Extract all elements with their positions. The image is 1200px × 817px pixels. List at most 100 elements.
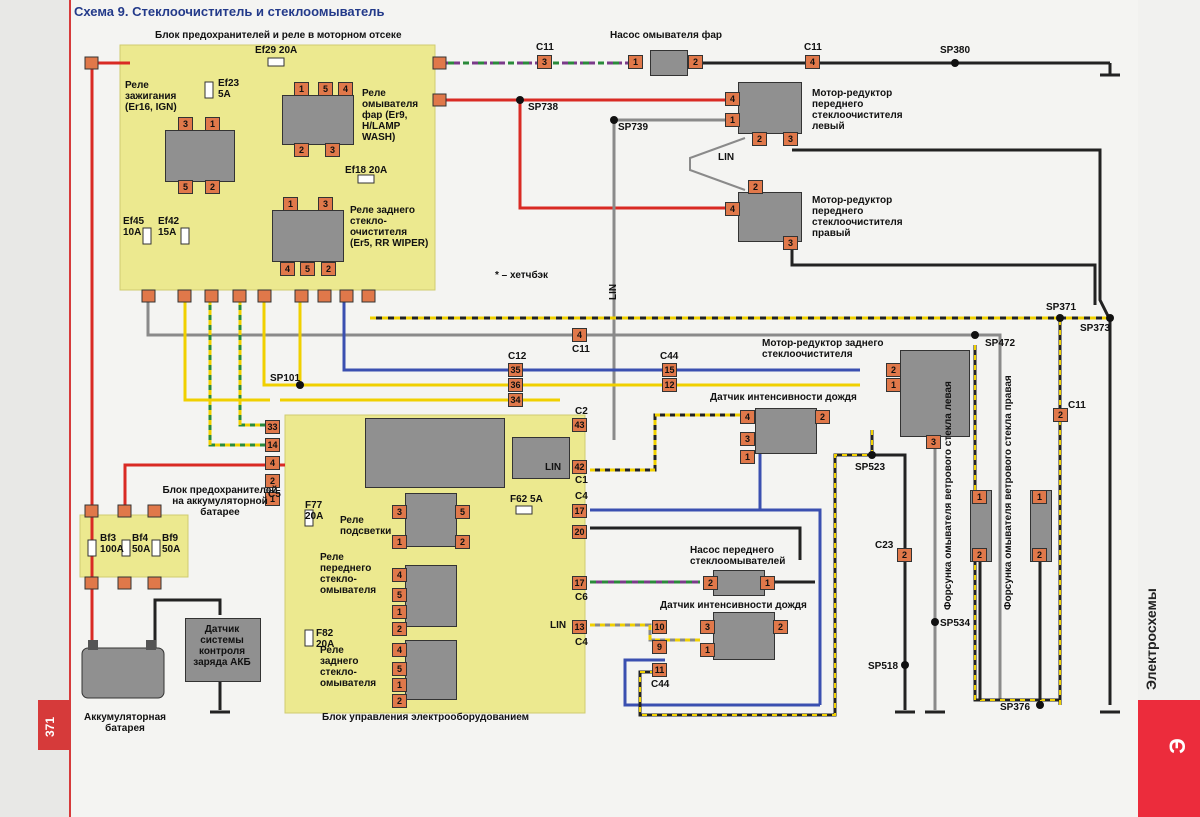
fuse-ef18-label: Ef18 20A — [345, 165, 388, 176]
pin: 5 — [178, 180, 193, 194]
splice-sp373: SP373 — [1080, 323, 1111, 334]
splice-sp739: SP739 — [618, 122, 649, 133]
wiper-motor-left-label: Мотор-редуктор переднего стеклоочистител… — [812, 88, 903, 132]
battery-sensor-box — [185, 618, 261, 682]
pin: 1 — [392, 605, 407, 619]
pin: 13 — [572, 620, 587, 634]
battery-fuse-block-bg — [79, 514, 189, 578]
pin: 34 — [508, 393, 523, 407]
fuse-bf4-label: Bf4 50A — [132, 533, 151, 555]
pin: 9 — [652, 640, 667, 654]
page-number-tab — [38, 700, 70, 750]
pin: 3 — [318, 197, 333, 211]
splice-sp523: SP523 — [855, 462, 886, 473]
connector-c44: C44 — [660, 351, 679, 362]
pin: 36 — [508, 378, 523, 392]
pin: 2 — [972, 548, 987, 562]
section-tab-letter: Э — [1164, 738, 1190, 754]
backlight-relay-label: Реле подсветки — [340, 515, 392, 537]
connector-c44-low: C44 — [651, 679, 670, 690]
headlamp-pump-box — [650, 50, 688, 76]
lin-vertical-label: LIN — [608, 283, 619, 300]
pin: 3 — [537, 55, 552, 69]
ignition-relay — [165, 130, 235, 182]
pin: 1 — [972, 490, 987, 504]
pin: 35 — [508, 363, 523, 377]
fuse-ef29-label: Ef29 20A — [255, 45, 298, 56]
pin: 2 — [752, 132, 767, 146]
fuse-f62 — [515, 505, 533, 515]
pin: 2 — [748, 180, 763, 194]
connector-lin-cu: LIN — [545, 462, 562, 473]
battery-label: Аккумуляторная батарея — [84, 712, 166, 734]
pin: 3 — [740, 432, 755, 446]
pin: 4 — [280, 262, 295, 276]
pin: 1 — [740, 450, 755, 464]
splice-sp472: SP472 — [985, 338, 1016, 349]
pin: 20 — [572, 525, 587, 539]
pin: 15 — [662, 363, 677, 377]
fuse-bf4 — [121, 539, 131, 557]
rain-sensor-2-box — [713, 612, 775, 660]
splice-sp518: SP518 — [868, 661, 899, 672]
fuse-ef23 — [204, 81, 214, 99]
front-washer-relay-box — [405, 565, 457, 627]
pin: 2 — [265, 474, 280, 488]
pin: 1 — [265, 492, 280, 506]
pin: 17 — [572, 576, 587, 590]
pin: 5 — [392, 588, 407, 602]
headlamp-washer-relay — [282, 95, 354, 145]
fuse-f82-label: F82 20A — [316, 628, 335, 650]
page-number: 371 — [43, 716, 57, 737]
pin: 4 — [392, 568, 407, 582]
fuse-ef45 — [142, 227, 152, 245]
splice-sp380: SP380 — [940, 45, 971, 56]
fuse-ef23-label: Ef23 5A — [218, 78, 240, 100]
fuse-f77-label: F77 20A — [305, 500, 324, 522]
pin: 1 — [700, 643, 715, 657]
backlight-relay-box — [405, 493, 457, 547]
rear-wiper-relay — [272, 210, 344, 262]
rain-sensor-2-label: Датчик интенсивности дождя — [660, 600, 807, 611]
pin: 4 — [740, 410, 755, 424]
rain-sensor-1-box — [755, 408, 817, 454]
control-unit-processor — [365, 418, 505, 488]
pin: 1 — [392, 535, 407, 549]
pin: 33 — [265, 420, 280, 434]
wiper-motor-right-box — [738, 192, 802, 242]
pin: 4 — [725, 92, 740, 106]
connector-c11-right: C11 — [1068, 400, 1086, 411]
connector-c11-mid: C11 — [572, 344, 590, 355]
pin: 3 — [178, 117, 193, 131]
pin: 1 — [725, 113, 740, 127]
splice-sp534: SP534 — [940, 618, 971, 629]
pin: 2 — [392, 622, 407, 636]
connector-c2: C2 — [575, 406, 588, 417]
fuse-bf9-label: Bf9 50A — [162, 533, 181, 555]
nozzle-right-label: Форсунка омывателя ветрового стекла прав… — [1003, 375, 1014, 610]
pin: 3 — [783, 132, 798, 146]
splice-sp738: SP738 — [528, 102, 559, 113]
fuse-bf9 — [151, 539, 161, 557]
fuse-bf3-label: Bf3 100A — [100, 533, 124, 555]
section-tab — [1138, 700, 1200, 817]
front-washer-pump-box — [713, 570, 765, 596]
connector-c4-top: C4 — [575, 491, 588, 502]
engine-fuse-block-label: Блок предохранителей и реле в моторном о… — [155, 30, 402, 41]
pin: 2 — [1032, 548, 1047, 562]
pin: 5 — [455, 505, 470, 519]
connector-lin-low: LIN — [550, 620, 567, 631]
connector-c23: C23 — [875, 540, 894, 551]
rear-wiper-motor-label: Мотор-редуктор заднего стеклоочистителя — [762, 338, 884, 360]
pin: 2 — [294, 143, 309, 157]
pin: 3 — [700, 620, 715, 634]
pin: 1 — [283, 197, 298, 211]
splice-sp101: SP101 — [270, 373, 301, 384]
ignition-relay-label: Реле зажигания (Er16, IGN) — [125, 80, 177, 113]
wiper-motor-right-label: Мотор-редуктор переднего стеклоочистител… — [812, 195, 903, 239]
connector-c6: C6 — [575, 592, 588, 603]
splice-sp371: SP371 — [1046, 302, 1077, 313]
hatchback-note: * – хетчбэк — [495, 270, 549, 281]
pin: 2 — [688, 55, 703, 69]
fuse-f77 — [304, 509, 314, 527]
